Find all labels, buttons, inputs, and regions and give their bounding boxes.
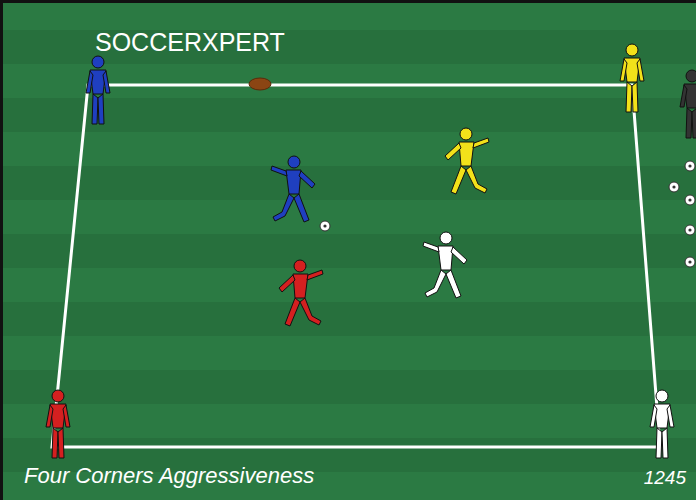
drill-number: 1245	[644, 467, 686, 489]
white-player	[423, 232, 467, 298]
blue-player	[271, 156, 315, 222]
logo-watermark: SOCCERXPERT	[95, 28, 285, 57]
red-player	[279, 260, 323, 326]
players	[46, 44, 696, 458]
football	[249, 78, 271, 90]
yellow-player	[445, 128, 489, 194]
grid-lines	[52, 85, 660, 447]
blue-player	[86, 56, 110, 124]
grass-stripes	[3, 3, 696, 500]
dark-player	[680, 70, 696, 138]
yellow-player	[620, 44, 644, 112]
white-player	[650, 390, 674, 458]
balls	[320, 161, 695, 267]
red-player	[46, 390, 70, 458]
caption: Four Corners Aggressiveness	[24, 463, 314, 489]
